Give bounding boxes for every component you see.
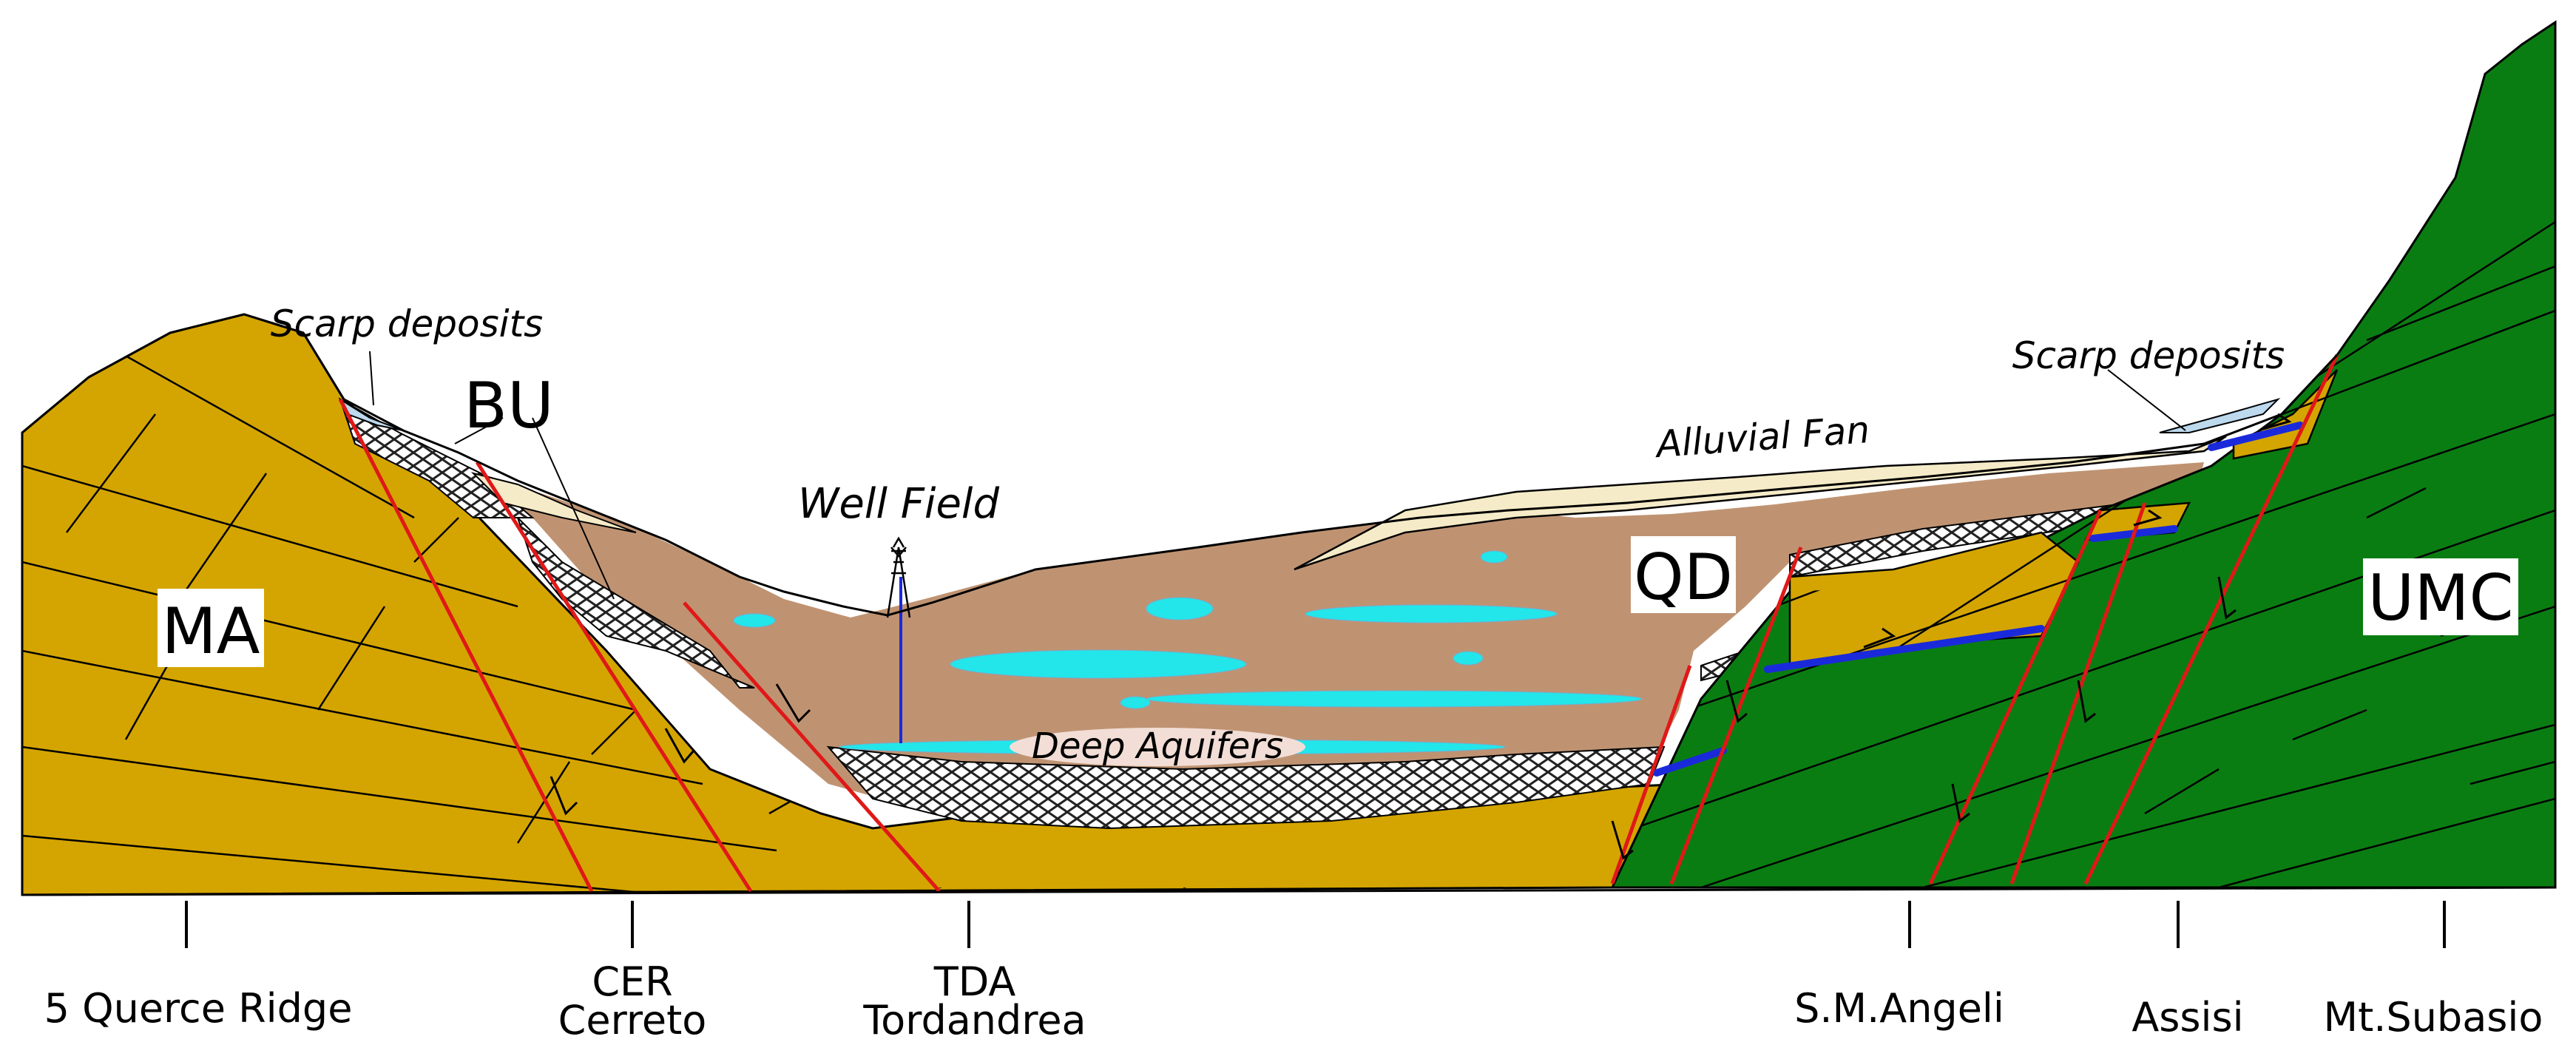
bu-mesh-middle <box>517 517 755 689</box>
ma-label-box <box>158 589 264 667</box>
unit-label-qd: QD <box>1634 541 1733 615</box>
well-icon <box>886 536 911 743</box>
lake-deposits-fill <box>481 462 2204 821</box>
unit-label-ma: MA <box>161 595 260 669</box>
scarp-deposits-right <box>2159 397 2281 433</box>
deep-aquifers-label-halo <box>1010 728 1305 766</box>
location-5-querce-ridge: 5 Querce Ridge <box>44 985 353 1032</box>
location-ticks <box>185 901 2446 948</box>
location-mt-subasio: Mt.Subasio <box>2324 994 2543 1041</box>
fault-slip-arrows <box>550 413 2292 860</box>
location-tordandrea: Tordandrea <box>862 997 1086 1044</box>
umc-label-box <box>2363 558 2518 635</box>
label-scarp-deposits-right: Scarp deposits <box>2012 334 2285 377</box>
ground-surface <box>21 313 2339 617</box>
section-base <box>21 886 2556 896</box>
location-assisi: Assisi <box>2132 994 2243 1041</box>
label-deep-aquifers: Deep Aquifers <box>1032 726 1283 767</box>
unit-label-bu: BU <box>464 369 554 443</box>
location-cerreto: Cerreto <box>558 997 707 1044</box>
label-alluvial-fan: Alluvial Fan <box>1653 408 1871 466</box>
label-well-field: Well Field <box>798 480 1000 528</box>
label-scarp-deposits-left: Scarp deposits <box>271 302 543 345</box>
leader-lines <box>369 351 2186 600</box>
faults <box>338 354 2339 893</box>
location-s-m-angeli: S.M.Angeli <box>1794 985 2004 1032</box>
unit-label-umc: UMC <box>2367 561 2513 635</box>
qd-label-box <box>1631 536 1736 613</box>
location-cer: CER <box>592 958 672 1005</box>
location-tda: TDA <box>933 958 1016 1005</box>
